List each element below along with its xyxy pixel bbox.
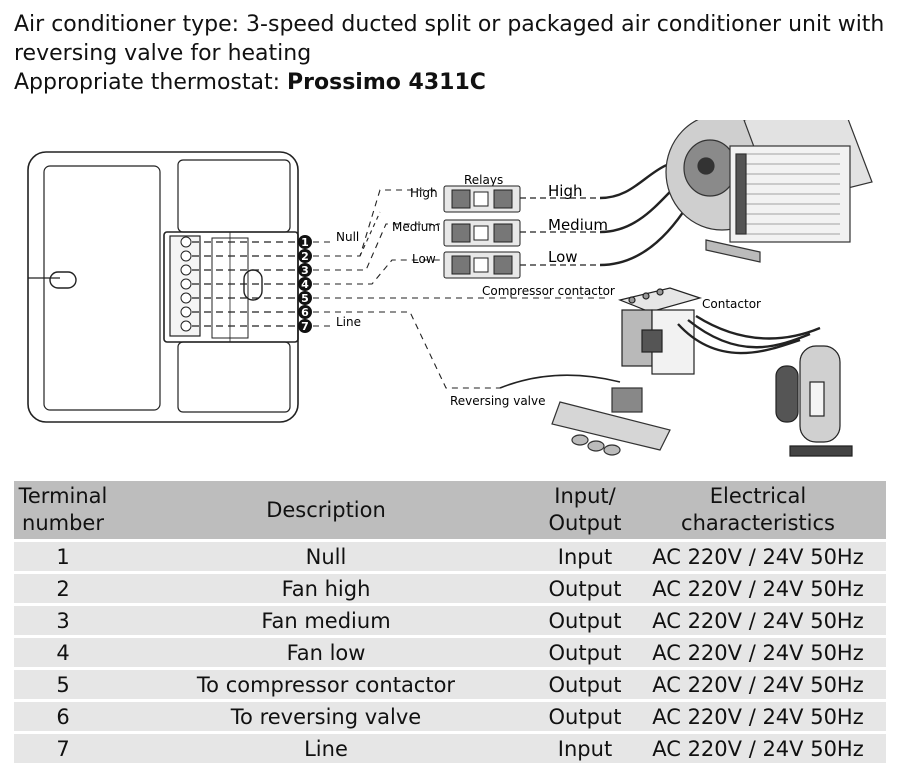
- terminal-5-label: 5: [301, 292, 309, 305]
- fan-high-label: High: [548, 182, 582, 200]
- signal-wiring: [313, 189, 610, 389]
- ac-type-line-2: reversing valve for heating: [14, 41, 312, 66]
- terminal-6-label: 6: [301, 306, 309, 319]
- relay-medium: [443, 219, 521, 247]
- terminal-7-label: 7: [301, 320, 309, 333]
- terminal-block: [169, 235, 201, 337]
- terminal-leads: [192, 241, 296, 327]
- fan-medium-label: Medium: [548, 216, 608, 234]
- reversing-valve: [551, 387, 671, 456]
- terminal-number: 6: [14, 702, 112, 731]
- terminal-2-label: 2: [301, 250, 309, 263]
- terminal-io: Output: [540, 638, 630, 667]
- thermostat-prefix: Appropriate thermostat:: [14, 70, 288, 95]
- terminal-io: Output: [540, 574, 630, 603]
- compressor: [775, 345, 853, 457]
- page-header: Air conditioner type: 3-speed ducted spl…: [14, 10, 890, 97]
- terminal-io: Input: [540, 734, 630, 763]
- terminal-description: Line: [112, 734, 540, 763]
- relay-high-label: High: [410, 186, 438, 200]
- relay-low: [443, 251, 521, 279]
- terminal-number: 5: [14, 670, 112, 699]
- reversing-wiring: [499, 374, 621, 389]
- relays-label: Relays: [464, 173, 503, 187]
- ac-type-line-1: Air conditioner type: 3-speed ducted spl…: [14, 12, 885, 37]
- terminal-number: 3: [14, 606, 112, 635]
- terminal-number: 4: [14, 638, 112, 667]
- terminal-io: Output: [540, 702, 630, 731]
- terminal-number: 2: [14, 574, 112, 603]
- terminal-electrical: AC 220V / 24V 50Hz: [630, 574, 886, 603]
- null-label: Null: [336, 230, 359, 244]
- header-description: Description: [112, 481, 540, 539]
- wiring-diagram: 1 2 3 4 5 6 7 Null Line Relays High Medi…: [27, 120, 873, 457]
- terminal-1-label: 1: [301, 236, 309, 249]
- reversing-valve-label: Reversing valve: [450, 394, 546, 408]
- terminal-3-label: 3: [301, 264, 309, 277]
- terminal-badges: 1 2 3 4 5 6 7: [298, 235, 312, 333]
- terminal-electrical: AC 220V / 24V 50Hz: [630, 606, 886, 635]
- terminal-io: Input: [540, 542, 630, 571]
- terminal-number: 1: [14, 542, 112, 571]
- relay-low-label: Low: [412, 252, 436, 266]
- terminal-4-label: 4: [301, 278, 309, 291]
- terminal-io: Output: [540, 670, 630, 699]
- terminal-description: Fan low: [112, 638, 540, 667]
- thermostat-line: Appropriate thermostat: Prossimo 4311C: [14, 68, 890, 97]
- relay-medium-label: Medium: [392, 220, 440, 234]
- terminal-electrical: AC 220V / 24V 50Hz: [630, 638, 886, 667]
- terminal-io: Output: [540, 606, 630, 635]
- terminal-description: To compressor contactor: [112, 670, 540, 699]
- terminal-electrical: AC 220V / 24V 50Hz: [630, 702, 886, 731]
- line-label: Line: [336, 315, 361, 329]
- header-input-output: Input/Output: [540, 481, 630, 539]
- air-handler-unit: [665, 120, 873, 263]
- terminal-electrical: AC 220V / 24V 50Hz: [630, 542, 886, 571]
- thermostat-plate: [27, 151, 299, 423]
- terminal-electrical: AC 220V / 24V 50Hz: [630, 734, 886, 763]
- terminal-electrical: AC 220V / 24V 50Hz: [630, 670, 886, 699]
- terminal-description: Null: [112, 542, 540, 571]
- terminal-description: To reversing valve: [112, 702, 540, 731]
- compressor-wiring: [677, 314, 821, 355]
- contactor: [618, 287, 703, 375]
- thermostat-model: Prossimo 4311C: [287, 70, 486, 95]
- terminal-number: 7: [14, 734, 112, 763]
- relay-high: [443, 185, 521, 213]
- compressor-contactor-label: Compressor contactor: [482, 284, 615, 298]
- contactor-label: Contactor: [702, 297, 761, 311]
- terminal-description: Fan medium: [112, 606, 540, 635]
- terminal-description: Fan high: [112, 574, 540, 603]
- fan-low-label: Low: [548, 248, 578, 266]
